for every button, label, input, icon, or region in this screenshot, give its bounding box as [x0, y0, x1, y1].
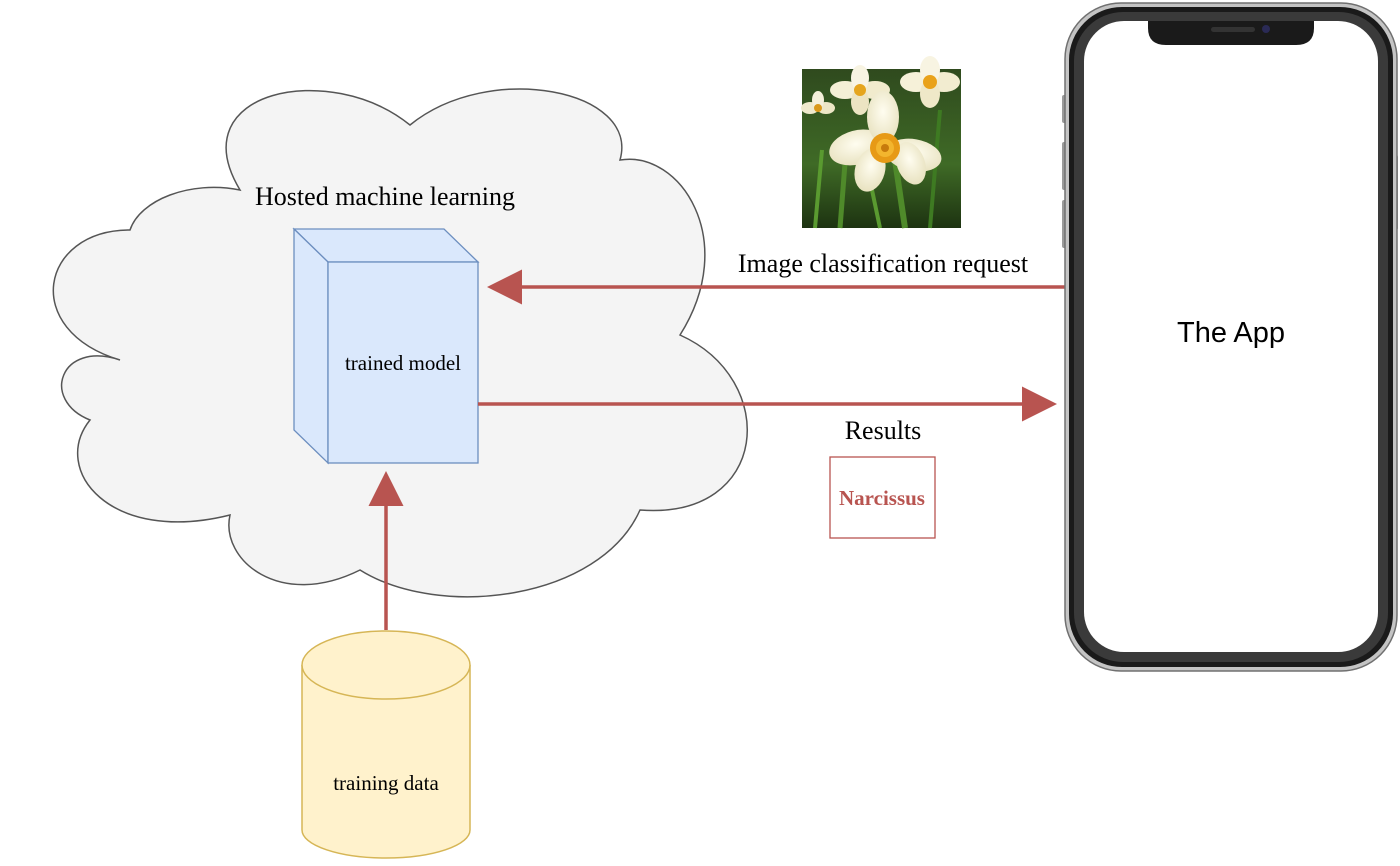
training-data-cylinder [301, 630, 471, 859]
cloud-title: Hosted machine learning [255, 182, 515, 211]
result-box [829, 456, 936, 539]
trained-model-box [292, 227, 480, 465]
app-label: The App [1177, 317, 1285, 349]
results-label: Results [845, 416, 922, 445]
training-data-label: training data [333, 771, 439, 795]
request-label: Image classification request [738, 249, 1029, 278]
smartphone-icon [1062, 2, 1398, 672]
result-value: Narcissus [839, 486, 925, 510]
trained-model-label: trained model [345, 351, 461, 375]
daffodil-photo [801, 56, 961, 229]
